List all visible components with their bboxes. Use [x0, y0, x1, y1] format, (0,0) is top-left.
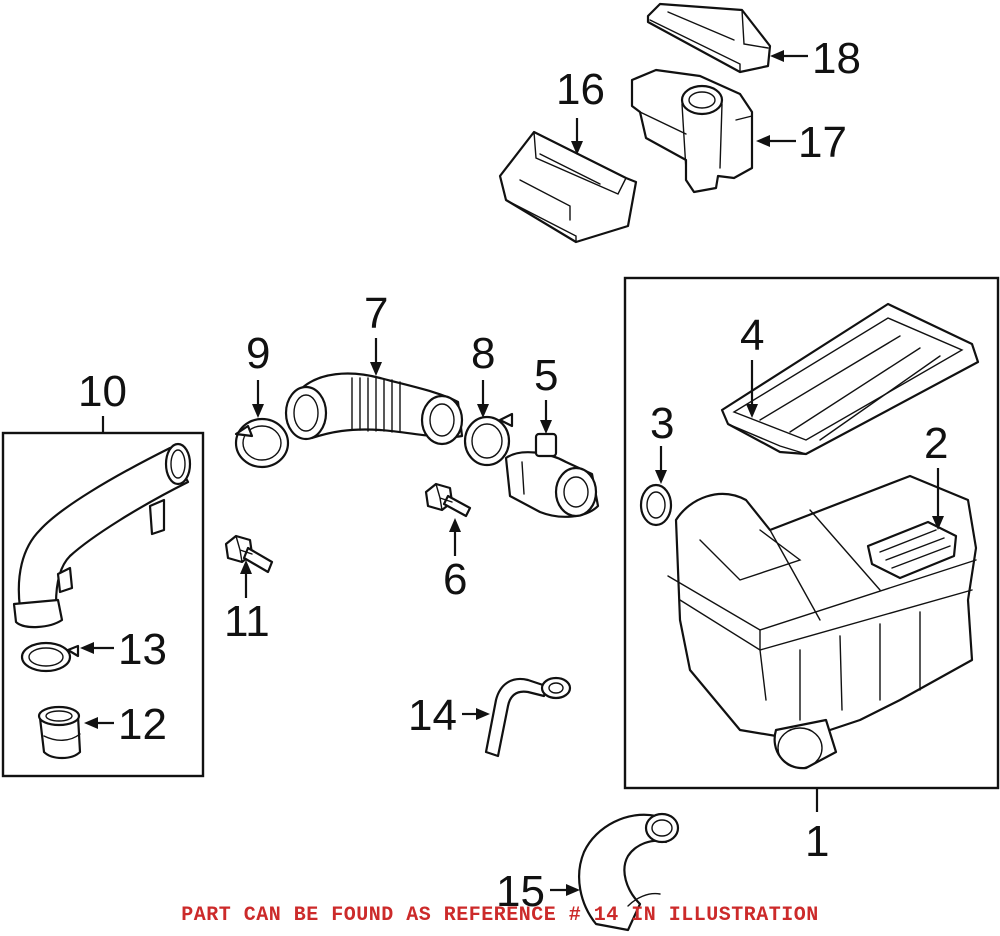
part-3-seal-ring [639, 483, 673, 527]
part-13-clamp [20, 641, 80, 673]
callout-9: 9 [246, 329, 270, 378]
part-10-air-duct [12, 442, 192, 629]
leader-lines [80, 50, 944, 896]
part-15-outlet-hose [578, 812, 680, 932]
callout-8: 8 [471, 329, 495, 378]
part-9-clamp [234, 417, 290, 469]
callout-17: 17 [798, 118, 847, 167]
part-12-coupler [37, 705, 82, 760]
callout-16: 16 [556, 65, 605, 114]
callout-12: 12 [118, 700, 167, 749]
part-4-filter-element [720, 302, 980, 456]
callout-14: 14 [408, 691, 457, 740]
part-1-air-cleaner-housing [667, 474, 978, 770]
part-17-resonator [630, 68, 754, 194]
part-7-intake-hose [284, 372, 464, 446]
callout-1: 1 [805, 817, 829, 866]
part-6-screw [424, 482, 472, 518]
callout-15: 15 [496, 867, 545, 916]
part-2-housing-insert [866, 520, 958, 580]
callout-18: 18 [812, 34, 861, 83]
part-18-cover [646, 2, 772, 74]
callout-10: 10 [78, 367, 127, 416]
part-5-maf-sensor [504, 432, 600, 518]
callout-2: 2 [924, 419, 948, 468]
callout-3: 3 [650, 399, 674, 448]
callout-13: 13 [118, 625, 167, 674]
part-8-clamp [463, 412, 514, 467]
callout-4: 4 [740, 311, 764, 360]
callout-numbers: 18 17 16 7 9 8 5 4 3 2 6 11 10 13 12 14 … [78, 34, 948, 916]
part-11-bolt [224, 534, 274, 574]
callout-7: 7 [364, 289, 388, 338]
callout-5: 5 [534, 351, 558, 400]
callout-11: 11 [224, 597, 270, 646]
part-16-intake-duct [498, 130, 638, 244]
part-reference-notice: PART CAN BE FOUND AS REFERENCE # 14 IN I… [181, 904, 819, 927]
callout-6: 6 [443, 555, 467, 604]
part-14-breather-hose [484, 676, 572, 758]
group-box-air-cleaner [623, 276, 1000, 790]
